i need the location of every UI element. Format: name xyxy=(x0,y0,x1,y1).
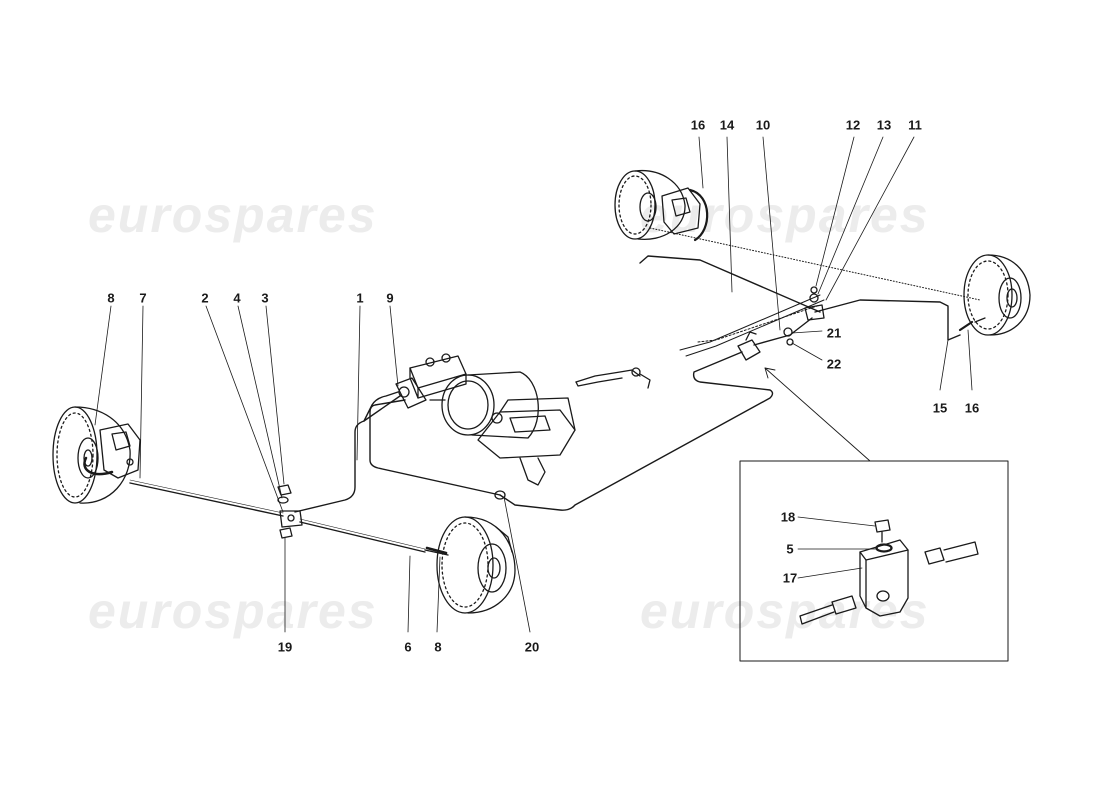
inset-leader-lines xyxy=(797,516,877,579)
watermark-top-right: eurospares xyxy=(640,187,930,243)
detail-inset-box xyxy=(739,460,1009,662)
inset-fitting-left xyxy=(799,595,857,625)
inset-fitting-right xyxy=(924,541,979,565)
callout-15: 15 xyxy=(932,400,948,416)
callout-14: 14 xyxy=(719,117,735,133)
callout-10: 10 xyxy=(755,117,771,133)
callout-9: 9 xyxy=(386,290,394,306)
inset-valve-body xyxy=(859,539,909,617)
front-left-caliper xyxy=(83,423,141,479)
handbrake-lever xyxy=(575,367,651,389)
rear-junction xyxy=(804,286,825,321)
callout-8-front-left: 8 xyxy=(107,290,115,306)
washer-4 xyxy=(277,496,289,504)
front-tee-fitting xyxy=(279,510,303,528)
front-left-brake-disc xyxy=(52,406,131,504)
brake-pipes xyxy=(129,255,974,556)
front-right-brake-disc xyxy=(436,516,516,614)
callout-2: 2 xyxy=(201,290,209,306)
callout-20: 20 xyxy=(524,639,540,655)
pipe-clip-20 xyxy=(494,490,506,500)
callout-5: 5 xyxy=(786,541,794,557)
callout-4: 4 xyxy=(233,290,241,306)
rear-right-brake-disc xyxy=(963,254,1031,336)
watermark-top-left: eurospares xyxy=(88,187,378,243)
inset-arrow xyxy=(764,367,871,462)
callout-8-front-right: 8 xyxy=(434,639,442,655)
nut-3 xyxy=(277,484,292,496)
callout-13: 13 xyxy=(876,117,892,133)
callout-6: 6 xyxy=(404,639,412,655)
rear-left-brake-disc xyxy=(614,169,686,241)
watermark-bottom-left: eurospares xyxy=(88,583,378,639)
callout-1: 1 xyxy=(356,290,364,306)
callout-7: 7 xyxy=(139,290,147,306)
callout-18: 18 xyxy=(780,509,796,525)
callout-11: 11 xyxy=(908,117,922,133)
front-right-hose xyxy=(425,546,448,555)
inset-bolt-18 xyxy=(874,519,891,543)
callout-22: 22 xyxy=(826,356,842,372)
callout-3: 3 xyxy=(261,290,269,306)
brake-pedal-assembly xyxy=(477,397,576,486)
callout-19: 19 xyxy=(277,639,293,655)
rear-fitting-21-22 xyxy=(783,327,794,346)
nut-19 xyxy=(279,527,293,539)
leader-lines xyxy=(94,136,973,633)
callout-17: 17 xyxy=(782,570,798,586)
callout-21: 21 xyxy=(826,325,842,341)
rear-left-caliper xyxy=(661,187,709,242)
callout-12: 12 xyxy=(845,117,861,133)
inset-washer-5 xyxy=(876,544,892,552)
callout-16-rear-left: 16 xyxy=(690,117,706,133)
callout-16-rear-right: 16 xyxy=(964,400,980,416)
brake-booster xyxy=(429,371,539,439)
pressure-regulator-valve xyxy=(737,331,761,361)
handbrake-cables xyxy=(649,227,981,357)
